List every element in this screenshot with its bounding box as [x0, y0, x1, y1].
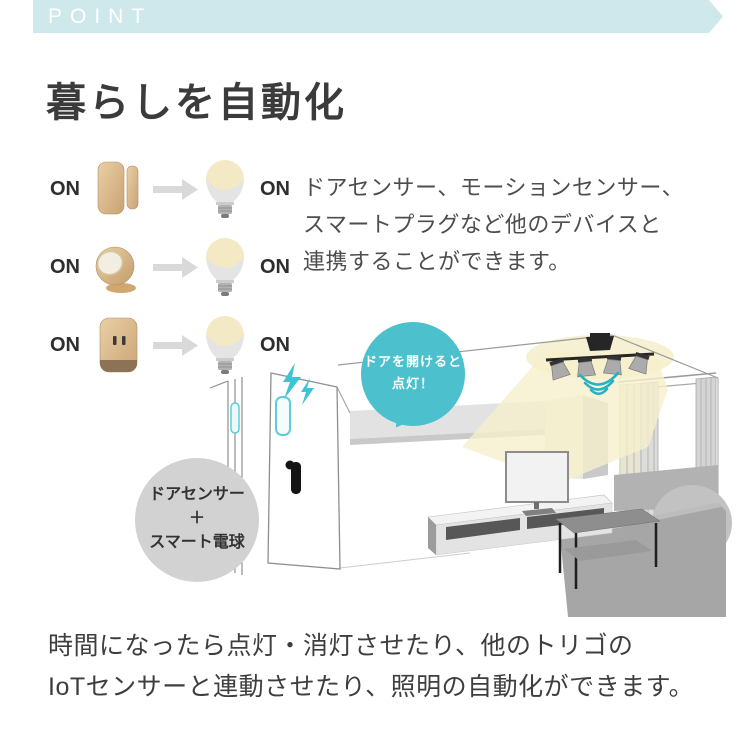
sofa [560, 465, 732, 617]
footer-line: IoTセンサーと連動させたり、照明の自動化ができます。 [48, 673, 695, 701]
automation-rows: ON [50, 150, 290, 384]
ceiling-spotlight [545, 333, 655, 381]
arrow-right-icon [153, 255, 199, 279]
room-illustration [0, 325, 750, 625]
footer-description: 時間になったら点灯・消灯させたり、他のトリゴの IoTセンサーと連動させたり、照… [48, 626, 694, 708]
on-label: ON [50, 255, 80, 278]
description-line: 連携することができます。 [303, 249, 571, 274]
on-label: ON [260, 333, 290, 356]
arrow-right-icon [153, 333, 199, 357]
speech-bubble: ドアを開けると 点灯！ [361, 322, 465, 426]
on-label: ON [260, 177, 290, 200]
tv [505, 451, 569, 516]
description-line: スマートプラグなど他のデバイスと [303, 212, 662, 237]
smart-plug-icon [86, 315, 150, 375]
footer-line: 時間になったら点灯・消灯させたり、他のトリゴの [48, 632, 634, 660]
bulb-on-icon [202, 158, 248, 220]
combo-line: ＋ [188, 510, 205, 527]
on-label: ON [50, 177, 80, 200]
device-combo-label: ドアセンサー ＋ スマート電球 [135, 458, 259, 582]
wifi-signal-icon [578, 371, 620, 396]
bulb-on-icon [202, 314, 248, 376]
bulb-on-icon [202, 236, 248, 298]
on-label: ON [260, 255, 290, 278]
light-cone [462, 351, 668, 483]
combo-line: ドアセンサー [149, 486, 245, 503]
motion-sensor-icon [86, 237, 150, 297]
combo-line: スマート電球 [149, 534, 245, 551]
arrow-right-icon [153, 177, 199, 201]
description: ドアセンサー、モーションセンサー、 スマートプラグなど他のデバイスと 連携するこ… [303, 169, 684, 280]
point-label: POINT [48, 5, 153, 28]
coffee-table [555, 508, 661, 589]
door-sensor-icon [86, 159, 150, 219]
page-title: 暮らしを自動化 [46, 81, 347, 125]
automation-row-door-sensor: ON [50, 150, 290, 228]
door-sensor-device [230, 396, 291, 436]
speech-bubble-line: ドアを開けると [363, 354, 462, 369]
point-ribbon: POINT [33, 0, 723, 33]
on-label: ON [50, 333, 80, 356]
automation-row-motion-sensor: ON [50, 228, 290, 306]
lightning-bolt-icon [283, 363, 314, 405]
description-line: ドアセンサー、モーションセンサー、 [303, 175, 685, 200]
speech-bubble-line: 点灯！ [391, 376, 434, 391]
automation-row-smart-plug: ON [50, 306, 290, 384]
